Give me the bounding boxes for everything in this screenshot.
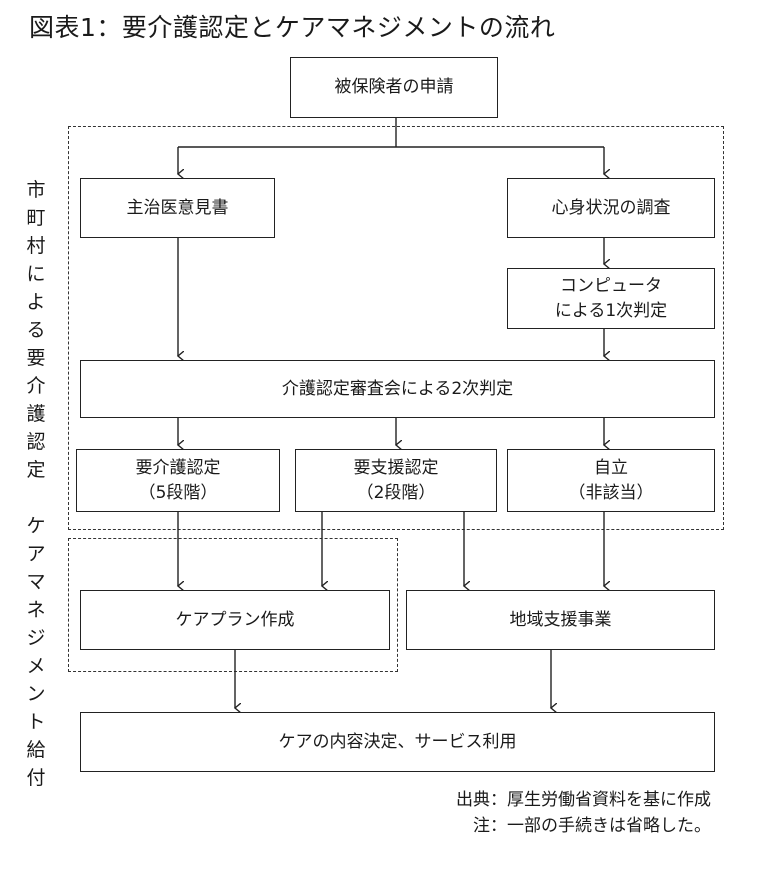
side-char: 給 [26,739,46,761]
computer-judgment-box: コンピュータ による1次判定 [507,268,715,329]
care-decision-box: ケアの内容決定、サービス利用 [80,712,715,772]
care-decision-label: ケアの内容決定、サービス利用 [278,731,517,752]
doctor-opinion-label: 主治医意見書 [126,197,229,218]
side-char: る [26,319,46,341]
support-need-label-line1: 要支援認定 [353,457,439,478]
computer-label-line2: による1次判定 [554,300,668,321]
side-char: ア [26,543,46,565]
side-char: に [26,263,46,285]
committee-label: 介護認定審査会による2次判定 [281,378,514,399]
figure-title: 図表1：要介護認定とケアマネジメントの流れ [29,13,556,42]
care-need-box: 要介護認定 （5段階） [76,449,280,512]
side-char: メ [26,655,46,677]
independent-label-line2: （非該当） [568,482,654,503]
computer-label-line1: コンピュータ [560,275,662,296]
side-char: 市 [26,179,46,201]
side-vertical-label: 市 町 村 に よ る 要 介 護 認 定 ケ ア マ ネ ジ メ ン ト 給 … [24,176,48,792]
care-plan-box: ケアプラン作成 [80,590,390,650]
independent-box: 自立 （非該当） [507,449,715,512]
support-need-label-line2: （2段階） [356,482,436,503]
care-management-region [68,538,398,672]
survey-box: 心身状況の調査 [507,178,715,238]
side-char: よ [26,291,46,313]
committee-box: 介護認定審査会による2次判定 [80,360,715,418]
care-plan-label: ケアプラン作成 [175,609,295,630]
care-need-label-line2: （5段階） [138,482,218,503]
regional-support-box: 地域支援事業 [406,590,715,650]
side-char: ネ [26,599,46,621]
side-char: 介 [26,375,46,397]
survey-label: 心身状況の調査 [551,197,671,218]
application-box: 被保険者の申請 [290,57,498,118]
side-gap [24,484,48,512]
side-char: ン [26,683,46,705]
side-char: 定 [26,459,46,481]
doctor-opinion-box: 主治医意見書 [80,178,275,238]
side-char: 付 [26,767,46,789]
side-char: ジ [26,627,46,649]
side-char: 町 [26,207,46,229]
side-char: 認 [26,431,46,453]
independent-label-line1: 自立 [594,457,628,478]
side-char: 護 [26,403,46,425]
regional-support-label: 地域支援事業 [509,609,612,630]
side-char: 要 [26,347,46,369]
source-note: 出典：厚生労働省資料を基に作成 [456,790,711,810]
care-need-label-line1: 要介護認定 [135,457,221,478]
application-label: 被保険者の申請 [334,77,454,97]
omission-note: 注：一部の手続きは省略した。 [473,816,711,836]
side-char: ケ [26,515,46,537]
side-char: ト [26,711,46,733]
support-need-box: 要支援認定 （2段階） [295,449,497,512]
side-char: マ [26,571,46,593]
side-char: 村 [26,235,46,257]
